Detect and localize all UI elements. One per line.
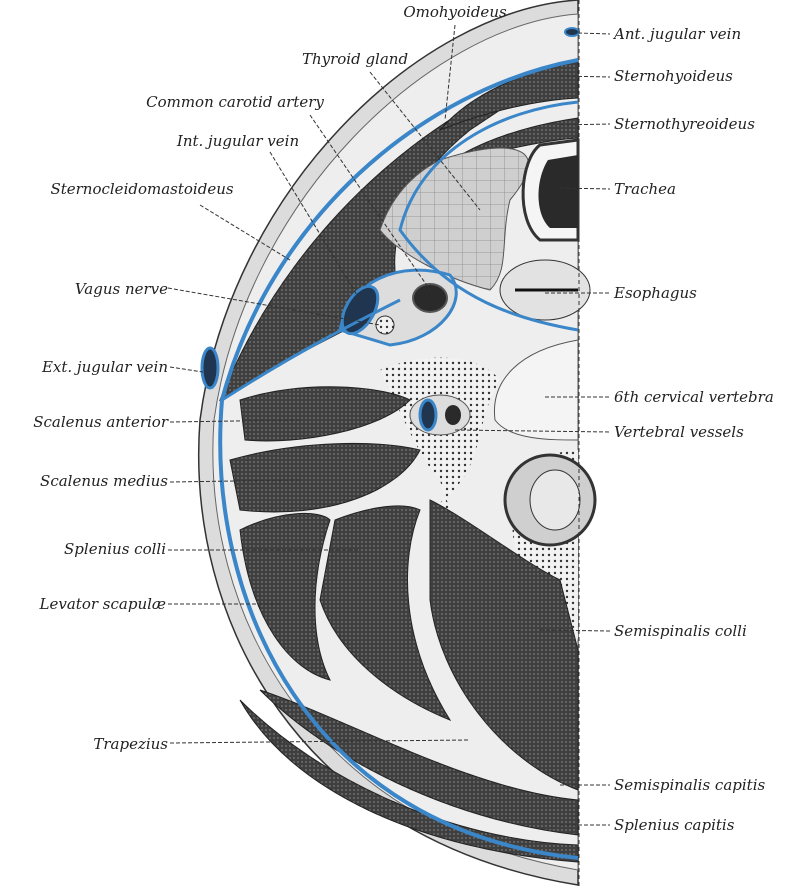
label-ext-jugular-vein: Ext. jugular vein — [41, 358, 168, 376]
levator-scapulae-muscle — [239, 512, 331, 681]
label-thyroid-gland: Thyroid gland — [301, 50, 409, 68]
label-trapezius: Trapezius — [93, 735, 168, 753]
label-vagus-nerve: Vagus nerve — [74, 280, 168, 298]
label-scalenus-anterior: Scalenus anterior — [33, 413, 168, 431]
pretracheal-fascia — [398, 100, 579, 332]
trapezius-muscle — [239, 699, 579, 863]
label-scalenus-medius: Scalenus medius — [40, 472, 168, 490]
thyroid-gland — [379, 147, 530, 291]
scalenus-medius-muscle — [229, 442, 421, 513]
label-trachea: Trachea — [614, 180, 676, 198]
cervical-vertebra-body — [493, 339, 579, 441]
label-sternothyreoideus: Sternothyreoideus — [614, 115, 755, 133]
label-levator-scapulae: Levator scapulæ — [39, 595, 166, 613]
common-carotid-shape — [412, 283, 448, 313]
deep-cervical-fascia — [218, 58, 579, 860]
int-jugular-vein-shape — [340, 284, 380, 336]
label-semispinalis-colli: Semispinalis colli — [614, 622, 747, 640]
vagus-nerve-shape — [375, 315, 395, 335]
ant-jugular-vein-shape — [564, 27, 580, 37]
label-ant-jugular-vein: Ant. jugular vein — [614, 25, 742, 43]
label-omohyoideus: Omohyoideus — [403, 3, 507, 21]
label-common-carotid-artery: Common carotid artery — [146, 93, 324, 111]
label-sternohyoideus: Sternohyoideus — [614, 67, 733, 85]
label-splenius-capitis: Splenius capitis — [614, 816, 735, 834]
label-int-jugular-vein: Int. jugular vein — [176, 132, 300, 150]
scalenus-anterior-muscle — [239, 386, 411, 442]
label-cervical-vertebra: 6th cervical vertebra — [614, 388, 774, 406]
label-splenius-colli: Splenius colli — [64, 540, 166, 558]
leader-lines — [167, 24, 611, 826]
semispinalis-capitis-muscle — [429, 499, 579, 791]
splenius-colli-muscle — [319, 505, 452, 722]
ext-jugular-vein-shape — [200, 346, 220, 390]
label-esophagus: Esophagus — [614, 284, 697, 302]
label-vertebral-vessels: Vertebral vessels — [614, 423, 744, 441]
label-sternocleidomastoideus: Sternocleidomastoideus — [50, 180, 234, 198]
label-semispinalis-capitis: Semispinalis capitis — [614, 776, 766, 794]
